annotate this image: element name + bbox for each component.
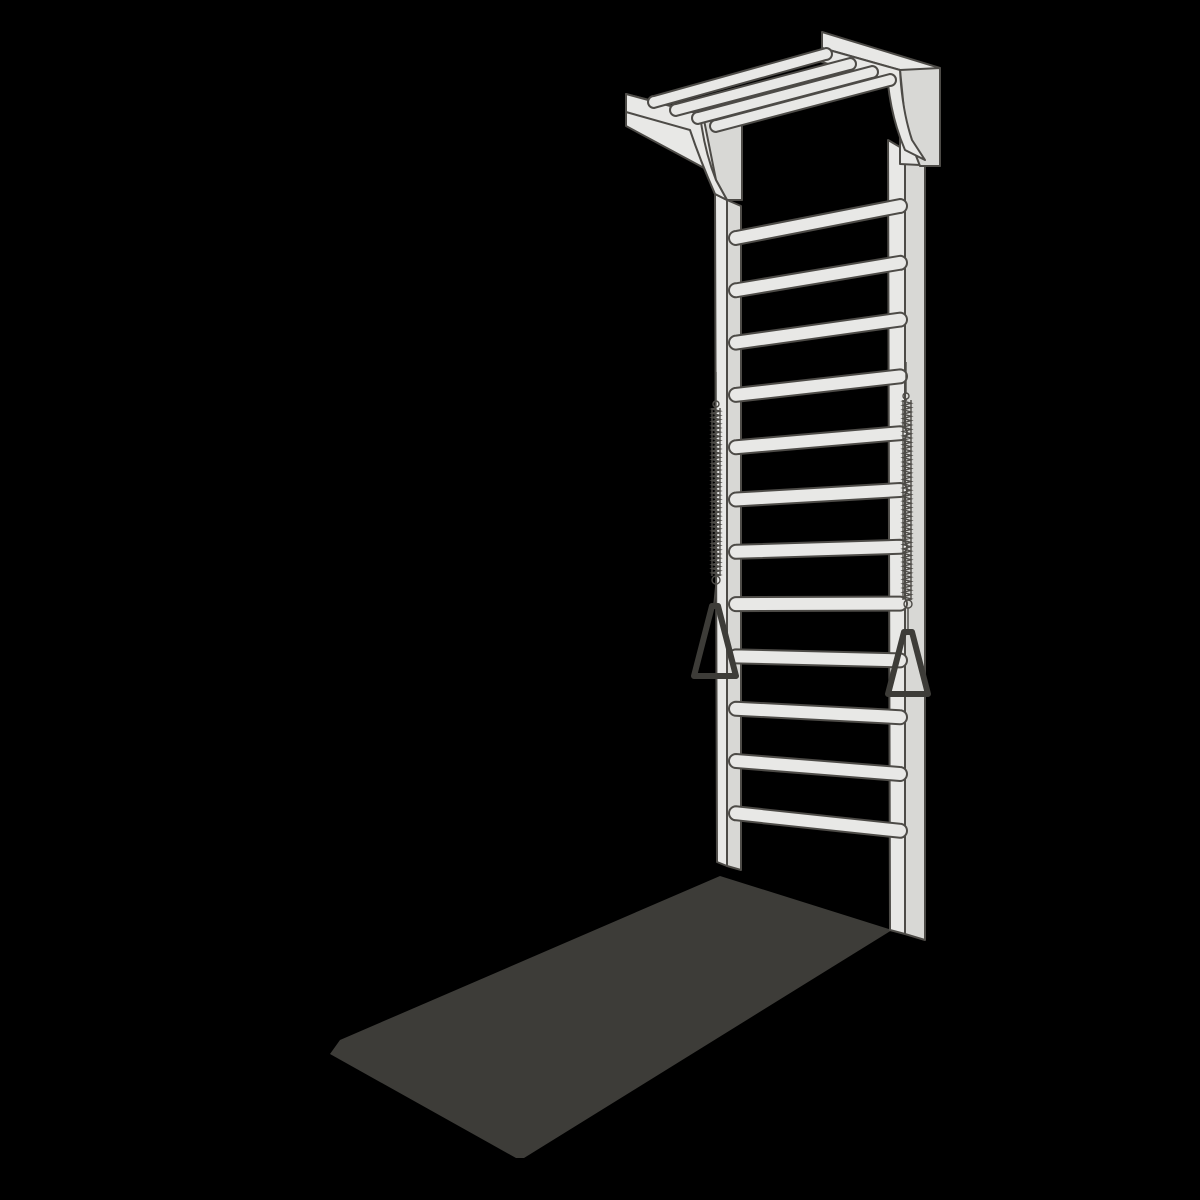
spring-expander-right <box>885 362 931 697</box>
ladder-rung <box>728 805 908 839</box>
ladder-rung <box>728 753 908 782</box>
ladder-rung <box>728 368 908 403</box>
ladder-rung <box>728 311 908 351</box>
ladder-rung <box>728 538 908 560</box>
ladder-rung <box>728 482 908 508</box>
pullup-bars <box>647 47 897 133</box>
handle-right-icon <box>885 629 931 697</box>
spring-expander-left <box>691 372 739 679</box>
ladder-rung <box>728 254 908 299</box>
pullup-bar <box>647 47 833 109</box>
handle-left-icon <box>691 603 739 679</box>
spring-coil-left <box>709 407 723 577</box>
ladder-rung <box>728 595 908 613</box>
pullup-bar-assembly <box>625 31 941 201</box>
ladder-rung <box>728 198 908 246</box>
spring-coil-right <box>900 399 914 601</box>
ladder-rungs <box>728 198 908 839</box>
exercise-mat <box>330 876 892 1158</box>
pullup-bar <box>709 73 897 133</box>
ladder-rung <box>728 425 908 456</box>
pullup-bar <box>669 57 857 117</box>
ladder-rung <box>728 700 908 726</box>
ladder-rung <box>728 648 908 669</box>
